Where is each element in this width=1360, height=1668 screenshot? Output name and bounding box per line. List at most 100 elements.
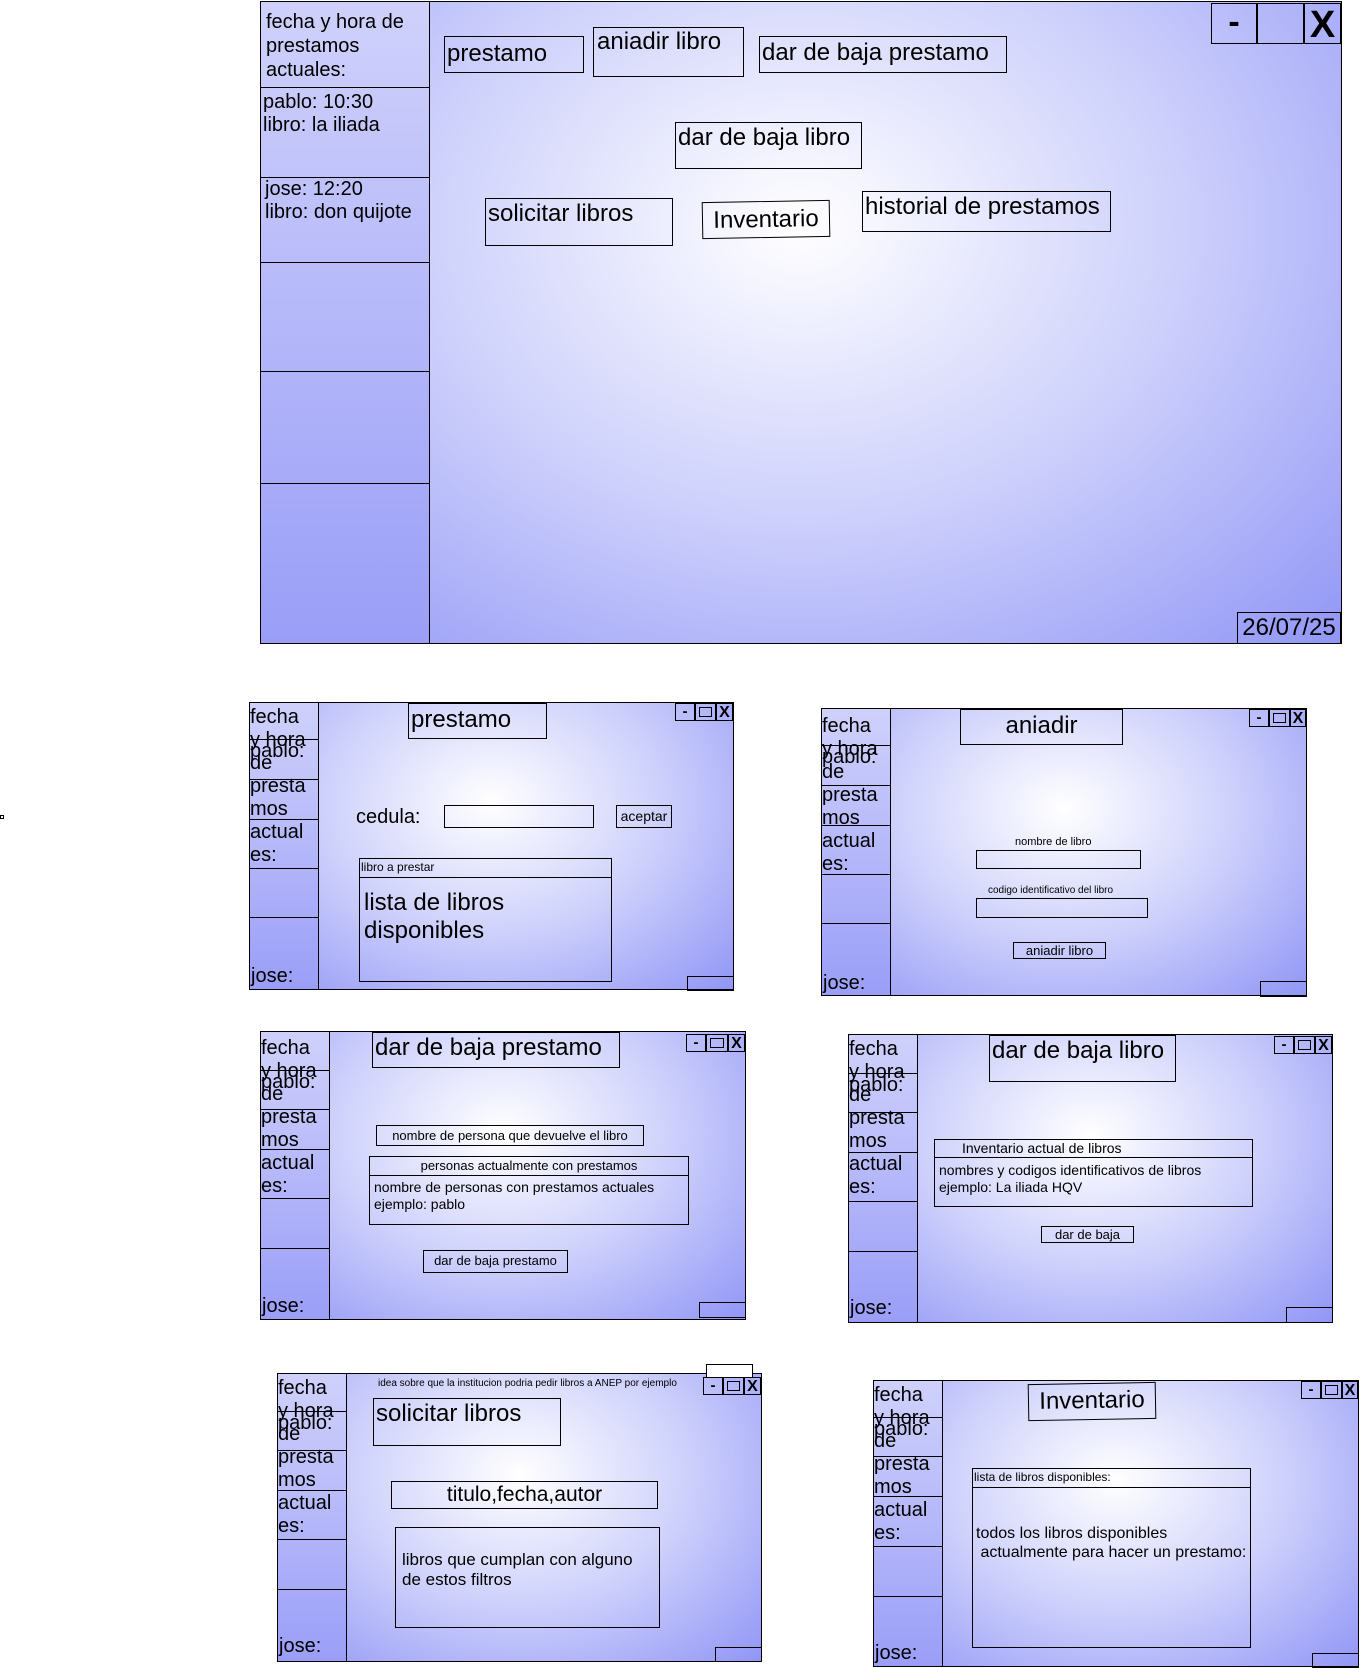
sidebar-header: fecha y hora de prestamos actuales: [261,2,429,88]
minimize-icon: - [1281,1036,1287,1053]
sidebar-empty-slot [278,1540,346,1590]
minimize-button[interactable]: - [1301,1381,1321,1399]
sidebar-footer: jose: [279,1635,322,1657]
sidebar-loan-entry[interactable]: pablo: [261,1071,329,1110]
maximize-button[interactable] [1269,709,1290,727]
maximize-button[interactable] [695,703,716,721]
inventory-list-content[interactable]: nombres y codigos identificativos de lib… [939,1162,1202,1195]
baja-prestamo-button[interactable]: dar de baja prestamo [759,36,1007,73]
available-books-title: lista de libros disponibles: [973,1469,1250,1488]
sidebar-empty-slot [822,875,890,924]
sidebar-footer: jose: [823,972,866,994]
persona-devuelve-input[interactable]: nombre de persona que devuelve el libro [376,1125,644,1146]
window-title: prestamo [408,703,547,739]
window-title: solicitar libros [373,1398,561,1446]
results-panel[interactable]: libros que cumplan con alguno de estos f… [395,1527,660,1628]
minimize-icon: - [693,1034,699,1051]
close-button[interactable]: X [1342,1381,1358,1399]
close-button[interactable]: X [1304,3,1341,46]
minimize-button[interactable]: - [703,1377,723,1395]
sidebar-loan-entry[interactable]: pablo: 10:30 libro: la iliada [261,88,429,178]
baja-libro-button[interactable]: dar de baja [1041,1226,1134,1243]
baja-prestamo-window: fecha y hora de presta mos actual es: pa… [260,1031,746,1320]
minimize-button[interactable]: - [686,1034,706,1052]
loans-list-title: personas actualmente con prestamos [370,1157,688,1176]
minimize-button[interactable]: - [1274,1036,1294,1054]
minimize-button[interactable]: - [1211,3,1257,44]
book-list-title: libro a prestar [360,859,611,878]
close-button[interactable]: X [1290,709,1306,727]
sidebar-loan-entry[interactable]: pablo: [250,740,318,780]
sidebar-footer: jose: [251,965,294,987]
loans-sidebar: fecha y hora de presta mos actual es: pa… [278,1374,347,1661]
maximize-button[interactable] [1294,1036,1315,1054]
nombre-libro-input[interactable] [976,850,1141,869]
sidebar-loan-entry[interactable]: pablo: [822,746,890,786]
sidebar-empty-slot [250,820,318,869]
codigo-libro-input[interactable] [976,898,1148,918]
cedula-input[interactable] [444,805,594,828]
maximize-button[interactable] [1257,3,1304,44]
close-icon: X [1292,710,1304,727]
sidebar-footer: jose: [850,1297,893,1319]
nombre-libro-label: nombre de libro [1015,836,1092,848]
sidebar-header: fecha y hora de presta mos actual es: [261,1032,329,1197]
cedula-label: cedula: [356,806,421,828]
sidebar-empty-slot [822,826,890,875]
date-display [1312,1653,1359,1668]
maximize-button[interactable] [706,1034,728,1052]
aniadir-libro-button[interactable]: aniadir libro [593,27,744,77]
minimize-button[interactable]: - [1249,709,1269,727]
close-icon: X [1309,4,1336,46]
sidebar-header: fecha y hora de presta mos actual es: [874,1381,942,1544]
sidebar-empty-slot [261,1150,329,1199]
maximize-icon [1273,713,1286,723]
date-display [1260,981,1307,997]
maximize-button[interactable] [723,1377,744,1395]
date-display [699,1302,746,1318]
close-button[interactable]: X [744,1377,761,1395]
loans-sidebar: fecha y hora de prestamos actuales: pabl… [261,2,430,643]
sidebar-empty-slot [822,786,890,826]
floating-small-box [706,1364,753,1378]
tiny-marker [0,815,4,819]
sidebar-loan-entry[interactable]: pablo: [849,1074,917,1113]
book-list-panel: libro a prestar lista de libros disponib… [359,858,612,982]
prestamo-button[interactable]: prestamo [444,36,584,73]
loans-sidebar: fecha y hora de presta mos actual es: pa… [261,1032,330,1319]
inventory-list-panel: Inventario actual de libros nombres y co… [934,1139,1253,1207]
filter-input[interactable]: titulo,fecha,autor [391,1481,658,1509]
sidebar-header: fecha y hora de presta mos actual es: [822,709,890,875]
solicitar-libros-button[interactable]: solicitar libros [485,198,673,246]
sidebar-header: fecha y hora de presta mos actual es: [849,1035,917,1198]
close-icon: X [747,1378,758,1395]
sidebar-loan-entry[interactable]: pablo: [278,1412,346,1451]
sidebar-empty-slot [250,780,318,820]
aceptar-button[interactable]: aceptar [616,805,672,828]
main-window: fecha y hora de prestamos actuales: pabl… [260,1,1342,644]
sidebar-empty-slot [849,1113,917,1153]
close-button[interactable]: X [1315,1036,1332,1054]
minimize-icon: - [1308,1381,1314,1398]
historial-button[interactable]: historial de prestamos [862,191,1111,232]
sidebar-empty-slot [261,1199,329,1249]
inventario-button[interactable]: Inventario [701,199,831,240]
sidebar-loan-entry[interactable]: jose: 12:20 libro: don quijote [261,178,429,263]
baja-prestamo-button[interactable]: dar de baja prestamo [423,1250,568,1273]
baja-libro-window: fecha y hora de presta mos actual es: pa… [848,1034,1333,1323]
available-books-content[interactable]: todos los libros disponibles actualmente… [976,1525,1247,1561]
available-books-panel: lista de libros disponibles: todos los l… [972,1468,1251,1648]
aniadir-libro-button[interactable]: aniadir libro [1013,942,1106,959]
sidebar-empty-slot [250,869,318,918]
window-title: dar de baja prestamo [372,1032,620,1068]
loans-sidebar: fecha y hora de presta mos actual es: pa… [250,703,319,989]
close-button[interactable]: X [728,1034,745,1052]
loans-list-content[interactable]: nombre de personas con prestamos actuale… [374,1179,655,1212]
minimize-button[interactable]: - [675,703,695,721]
baja-libro-button[interactable]: dar de baja libro [675,122,862,169]
book-list-content[interactable]: lista de libros disponibles [364,889,505,944]
window-title: aniadir [960,709,1123,745]
maximize-button[interactable] [1321,1381,1342,1399]
close-button[interactable]: X [716,703,733,721]
sidebar-loan-entry[interactable]: pablo: [874,1418,942,1457]
